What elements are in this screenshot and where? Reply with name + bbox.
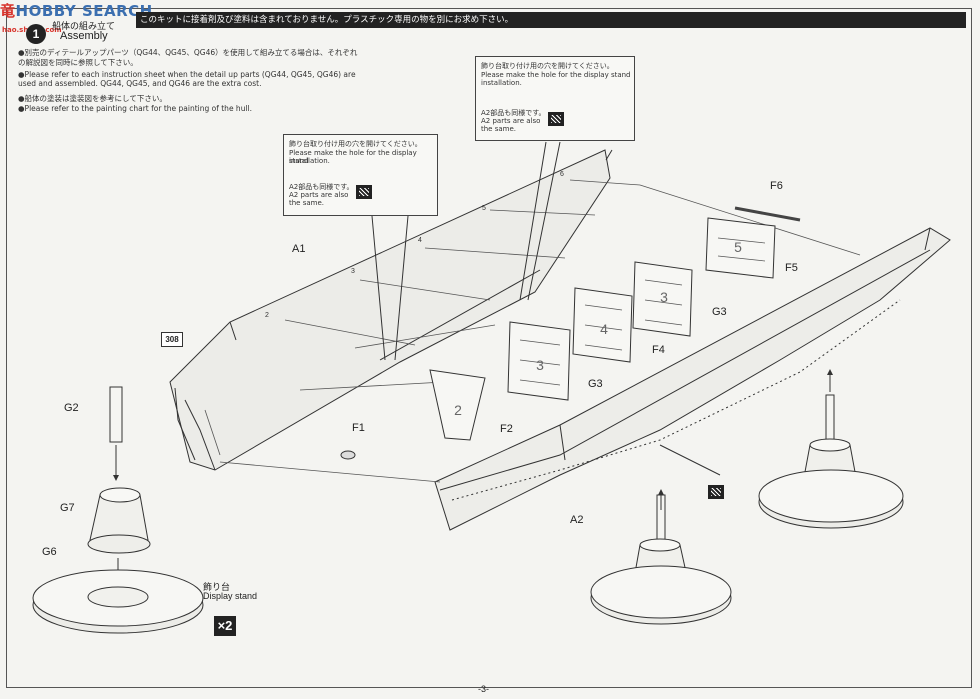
part-label-g3-front: G3 (588, 378, 603, 390)
display-stand-label-en: Display stand (203, 591, 258, 601)
part-label-f1: F1 (352, 422, 365, 434)
hole-mark-5: 5 (482, 205, 486, 212)
hull-half-a1 (169, 149, 611, 471)
part-label-a1: A1 (292, 243, 306, 255)
note-detail-parts-jp-2: の解説図を同時に参照して下さい。 (18, 58, 138, 67)
part-label-f5: F5 (785, 262, 798, 274)
hole-mark-6: 6 (560, 171, 564, 178)
step-number-badge: 1 (26, 24, 46, 44)
step-title-en: Assembly (60, 30, 108, 42)
pin-g2 (109, 386, 123, 443)
page-number: -3- (478, 684, 489, 694)
part-label-a2: A2 (570, 514, 584, 526)
part-label-f6: F6 (770, 180, 783, 192)
pin-f6 (734, 206, 801, 222)
part-label-g3-rear: G3 (712, 306, 727, 318)
reference-number: 308 (161, 332, 183, 347)
bulkhead-number-3-rear: 3 (660, 289, 668, 305)
note-detail-parts-en-2: used and assembled. QG44, QG45, and QG46… (18, 79, 262, 88)
part-label-g7: G7 (60, 502, 75, 514)
note-detail-parts-jp: ●別売のディテールアップパーツ（QG44、QG45、QG46）を使用して組み立て… (18, 48, 358, 57)
bulkhead-number-2: 2 (454, 402, 462, 418)
hole-mark-2: 2 (265, 312, 269, 319)
display-stand-label-jp: 飾り台 (203, 582, 231, 592)
watermark-logo: 竜HOBBY SEARCH (0, 2, 153, 20)
note-detail-parts-en: ●Please refer to each instruction sheet … (18, 70, 356, 79)
bulkhead-f5 (705, 217, 776, 279)
hole-mark-3: 3 (351, 268, 355, 275)
hole-mark-4: 4 (418, 237, 422, 244)
part-label-f2: F2 (500, 423, 513, 435)
note-painting-en: ●Please refer to the painting chart for … (18, 104, 252, 113)
bulkhead-number-5: 5 (734, 239, 742, 255)
bulkhead-f4 (572, 287, 633, 363)
page-frame (6, 8, 972, 688)
pin-f1 (340, 450, 356, 460)
quantity-badge: ×2 (214, 616, 236, 636)
bulkhead-number-3-front: 3 (536, 357, 544, 373)
paint-icon (356, 185, 372, 199)
caution-bar: このキットに接着剤及び塗料は含まれておりません。プラスチック専用の物を別にお求め… (136, 12, 966, 28)
paint-icon (548, 112, 564, 126)
part-label-g6: G6 (42, 546, 57, 558)
part-label-f4: F4 (652, 344, 665, 356)
note-painting-jp: ●船体の塗装は塗装図を参考にして下さい。 (18, 94, 167, 103)
step-title-jp: 船体の組み立て (52, 22, 116, 32)
callout-display-hole-a2: 飾り台取り付け用の穴を開けてください。 Please make the hole… (475, 56, 635, 141)
paint-icon (708, 485, 724, 499)
part-label-g2: G2 (64, 402, 79, 414)
bulkhead-f2 (429, 369, 486, 441)
callout-display-hole-a1: 飾り台取り付け用の穴を開けてください。 Please make the hole… (283, 134, 438, 216)
bulkhead-number-4: 4 (600, 321, 608, 337)
